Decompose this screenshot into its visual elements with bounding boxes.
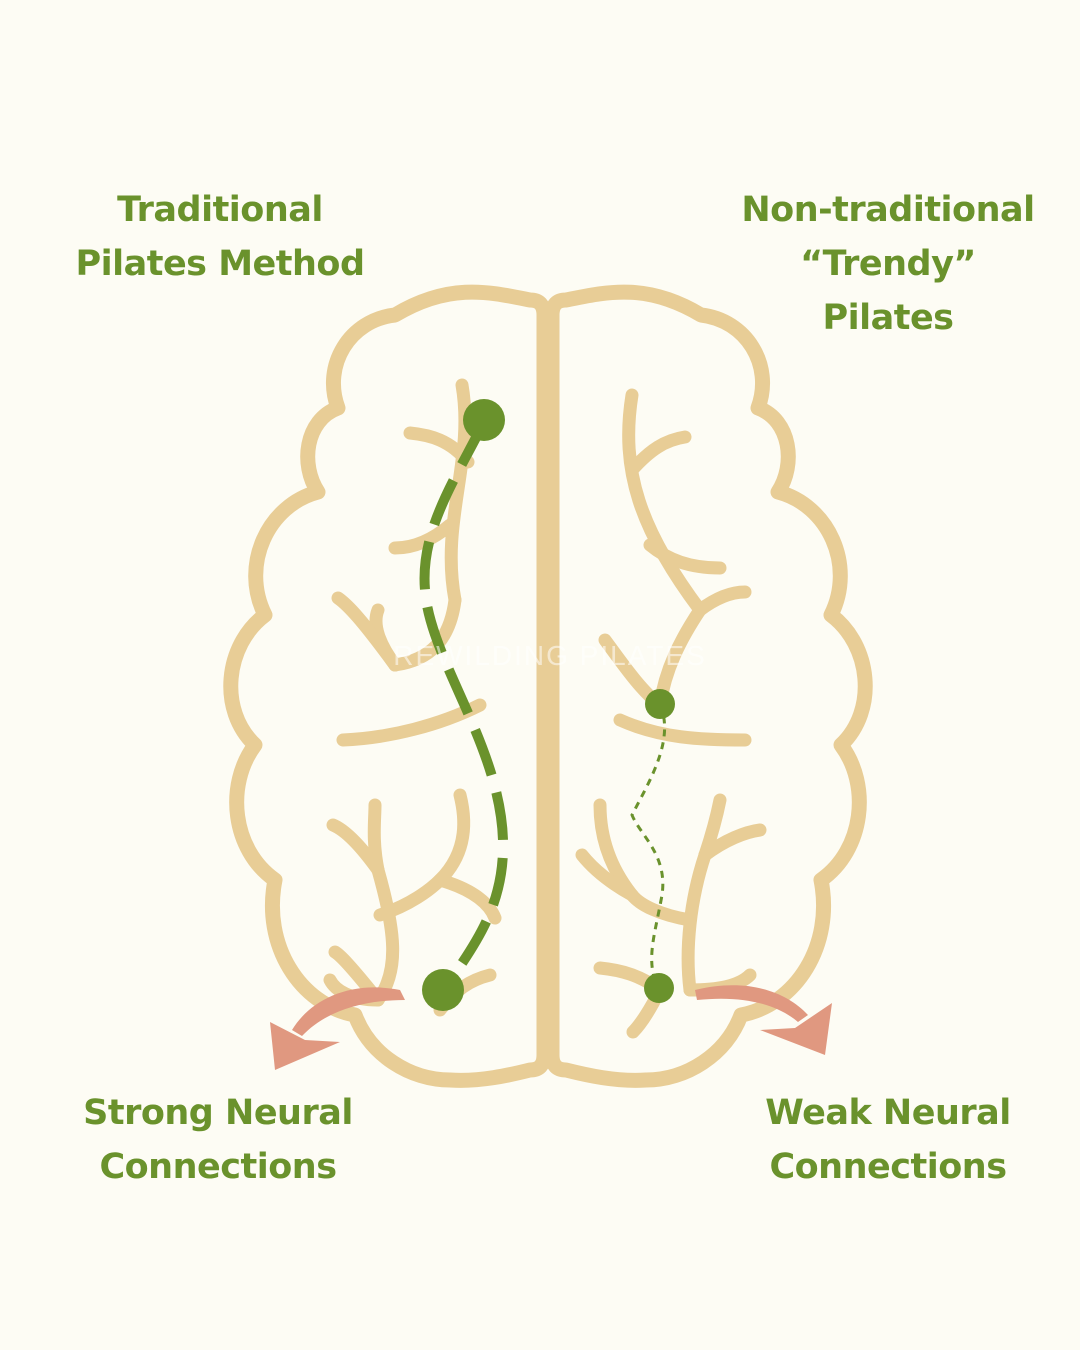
curved-arrow-left-icon bbox=[270, 987, 405, 1070]
label-line: Connections bbox=[769, 1147, 1007, 1187]
label-strong-connections: Strong Neural Connections bbox=[38, 1086, 398, 1194]
weak-pathway-end-node bbox=[644, 973, 674, 1003]
label-line: Strong Neural bbox=[83, 1093, 353, 1133]
label-line: “Trendy” bbox=[800, 244, 976, 284]
label-line: Pilates Method bbox=[75, 244, 365, 284]
label-line: Traditional bbox=[117, 190, 323, 230]
label-line: Connections bbox=[99, 1147, 337, 1187]
left-hemisphere-folds bbox=[323, 378, 502, 1017]
right-hemisphere-outline bbox=[544, 284, 873, 1088]
left-hemisphere-outline bbox=[223, 284, 552, 1088]
label-line: Non-traditional bbox=[741, 190, 1035, 230]
strong-pathway-start-node bbox=[463, 399, 505, 441]
weak-pathway-start-node bbox=[645, 689, 675, 719]
curved-arrow-right-icon bbox=[695, 985, 832, 1055]
strong-neural-pathway bbox=[419, 419, 509, 993]
label-trendy-pilates: Non-traditional “Trendy” Pilates bbox=[708, 183, 1068, 345]
label-line: Weak Neural bbox=[765, 1093, 1011, 1133]
label-weak-connections: Weak Neural Connections bbox=[708, 1086, 1068, 1194]
weak-neural-pathway bbox=[630, 703, 666, 989]
strong-pathway-end-node bbox=[422, 969, 464, 1011]
right-hemisphere-folds bbox=[575, 388, 767, 1039]
watermark: REWILDING PILATES bbox=[393, 640, 707, 671]
label-traditional-pilates: Traditional Pilates Method bbox=[40, 183, 400, 291]
label-line: Pilates bbox=[822, 298, 954, 338]
